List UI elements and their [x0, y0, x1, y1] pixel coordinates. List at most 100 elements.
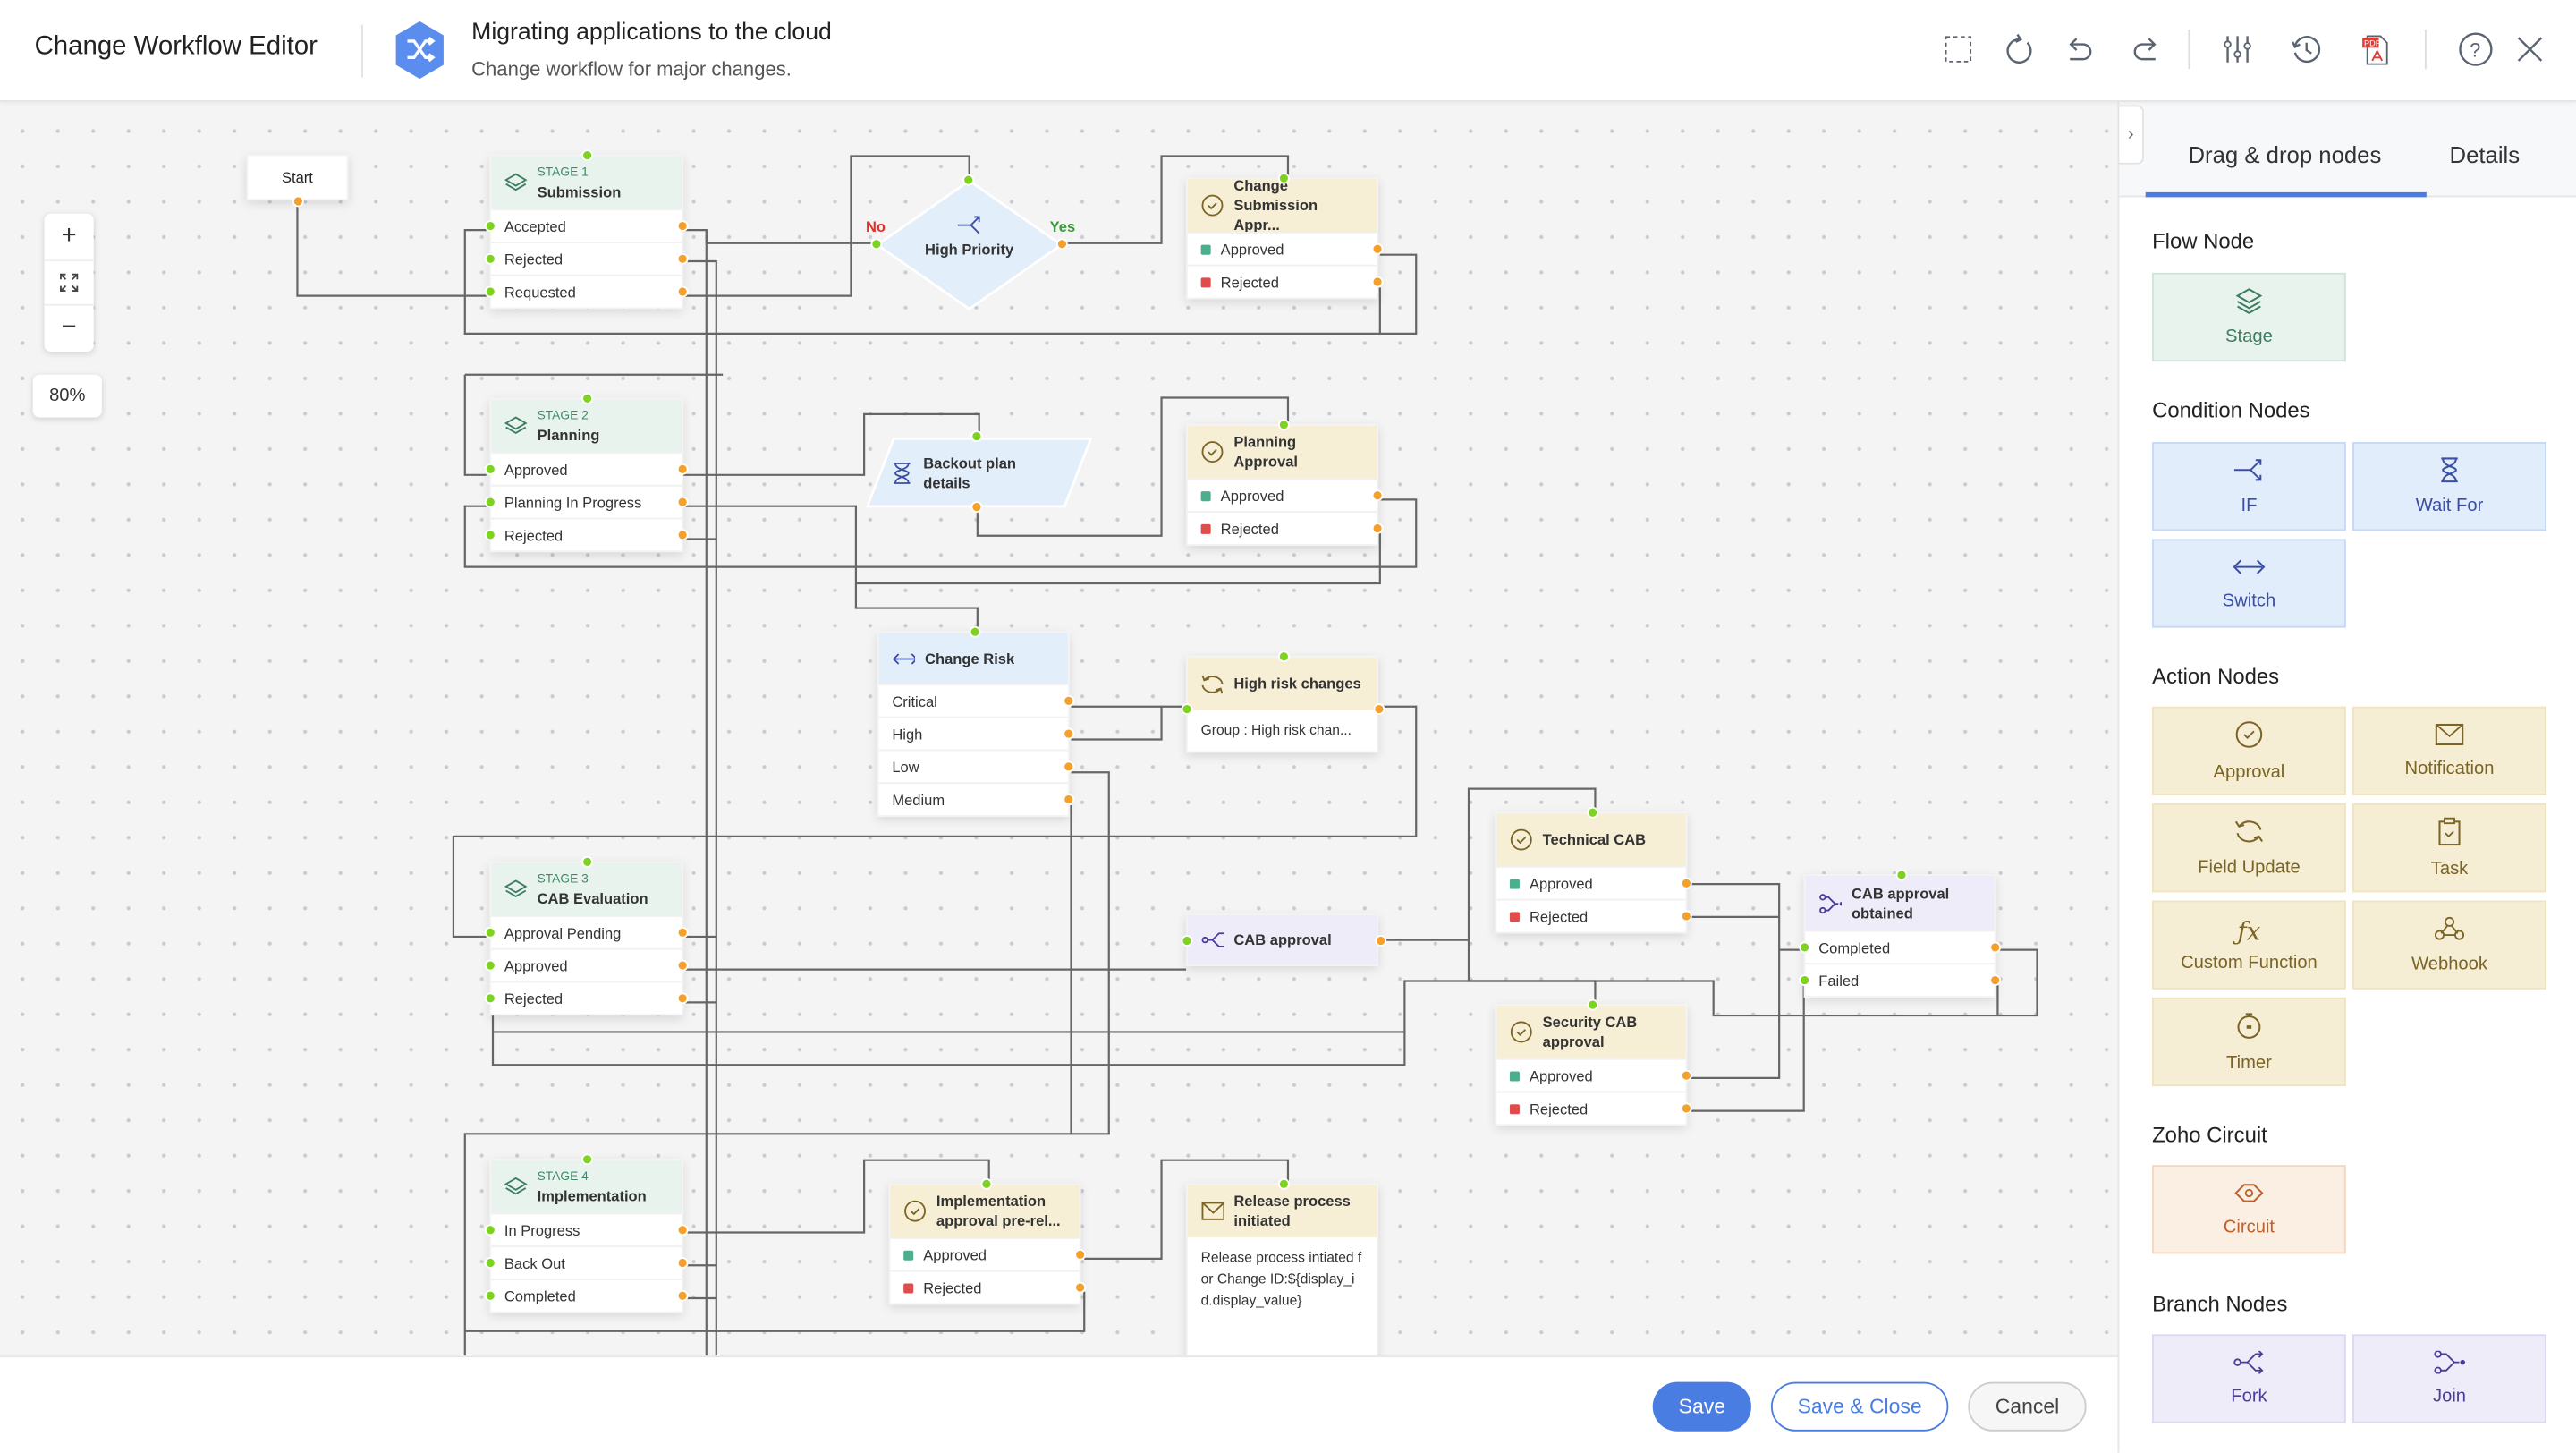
history-icon[interactable] — [2287, 30, 2326, 69]
workflow-node-start[interactable]: Start — [246, 154, 349, 208]
output-port[interactable] — [676, 463, 689, 475]
output-port[interactable] — [1371, 242, 1384, 255]
output-port[interactable] — [1055, 238, 1068, 251]
workflow-node-if[interactable]: High Priority — [870, 174, 1068, 310]
input-port[interactable] — [979, 1177, 992, 1190]
output-port[interactable] — [1371, 523, 1384, 534]
redo-icon[interactable] — [2126, 30, 2165, 69]
output-port[interactable] — [1063, 727, 1075, 740]
collapse-panel-button[interactable]: › — [2117, 105, 2144, 165]
save-button[interactable]: Save — [1652, 1381, 1751, 1432]
output-port[interactable] — [1989, 941, 2002, 954]
tab-details[interactable]: Details — [2449, 140, 2521, 168]
input-port[interactable] — [484, 463, 496, 475]
input-port[interactable] — [484, 496, 496, 508]
input-port[interactable] — [581, 855, 594, 868]
tile-webhook[interactable]: Webhook — [2352, 900, 2546, 990]
help-icon[interactable]: ? — [2456, 30, 2496, 69]
input-port[interactable] — [1894, 869, 1907, 881]
input-port[interactable] — [484, 992, 496, 1005]
tile-task[interactable]: Task — [2352, 803, 2546, 893]
workflow-node-fork[interactable]: CAB approval — [1181, 913, 1387, 966]
input-port[interactable] — [1586, 998, 1598, 1011]
input-port[interactable] — [1277, 650, 1289, 663]
input-port[interactable] — [484, 959, 496, 972]
input-port[interactable] — [484, 220, 496, 232]
select-area-icon[interactable] — [1938, 30, 1978, 69]
output-port[interactable] — [1989, 974, 2002, 987]
output-port[interactable] — [1680, 910, 1692, 922]
fit-screen-icon[interactable] — [44, 259, 94, 306]
tile-wait-for[interactable]: Wait For — [2352, 442, 2546, 531]
workflow-node-waitfor[interactable]: Backout plan details — [865, 430, 1093, 514]
workflow-node-approval[interactable]: Implementation approval pre-rel...Approv… — [888, 1177, 1087, 1305]
input-port[interactable] — [970, 430, 983, 443]
cancel-button[interactable]: Cancel — [1968, 1381, 2087, 1432]
output-port[interactable] — [676, 992, 689, 1005]
save-close-button[interactable]: Save & Close — [1770, 1381, 1949, 1432]
input-port[interactable] — [484, 1289, 496, 1302]
tile-switch[interactable]: Switch — [2152, 539, 2346, 628]
input-port[interactable] — [1181, 935, 1193, 947]
output-port[interactable] — [1373, 703, 1385, 715]
output-port[interactable] — [1063, 694, 1075, 707]
pdf-export-icon[interactable]: PDF — [2356, 30, 2395, 69]
input-port[interactable] — [484, 1257, 496, 1269]
input-port[interactable] — [968, 625, 980, 638]
undo-icon[interactable] — [2060, 30, 2099, 69]
output-port[interactable] — [1680, 877, 1692, 889]
output-port[interactable] — [1680, 1069, 1692, 1082]
input-port[interactable] — [1181, 703, 1193, 715]
output-port[interactable] — [676, 496, 689, 508]
output-port[interactable] — [676, 220, 689, 232]
tile-approval[interactable]: Approval — [2152, 706, 2346, 795]
output-port[interactable] — [676, 1257, 689, 1269]
tile-circuit[interactable]: Circuit — [2152, 1165, 2346, 1254]
output-port[interactable] — [676, 1224, 689, 1236]
input-port[interactable] — [484, 285, 496, 298]
close-icon[interactable] — [2510, 30, 2549, 69]
input-port[interactable] — [484, 529, 496, 541]
output-port[interactable] — [1063, 794, 1075, 805]
input-port[interactable] — [581, 392, 594, 404]
zoom-out-button[interactable]: − — [61, 313, 77, 343]
input-port[interactable] — [1277, 419, 1289, 431]
output-port[interactable] — [676, 529, 689, 541]
input-port[interactable] — [581, 1153, 594, 1166]
output-port[interactable] — [1371, 489, 1384, 502]
tile-notification[interactable]: Notification — [2352, 706, 2546, 795]
output-port[interactable] — [676, 926, 689, 939]
output-port[interactable] — [292, 195, 304, 208]
tile-field-update[interactable]: Field Update — [2152, 803, 2346, 893]
output-port[interactable] — [1074, 1281, 1087, 1294]
input-port[interactable] — [581, 149, 594, 161]
input-port[interactable] — [870, 238, 883, 251]
input-port[interactable] — [962, 174, 975, 186]
input-port[interactable] — [484, 252, 496, 265]
output-port[interactable] — [676, 1289, 689, 1302]
input-port[interactable] — [1799, 941, 1811, 954]
input-port[interactable] — [484, 1224, 496, 1236]
output-port[interactable] — [1680, 1102, 1692, 1115]
output-port[interactable] — [1074, 1248, 1087, 1261]
refresh-icon[interactable] — [1999, 30, 2038, 69]
output-port[interactable] — [676, 285, 689, 298]
output-port[interactable] — [676, 252, 689, 265]
output-port[interactable] — [970, 501, 983, 514]
input-port[interactable] — [484, 926, 496, 939]
output-port[interactable] — [1371, 276, 1384, 288]
